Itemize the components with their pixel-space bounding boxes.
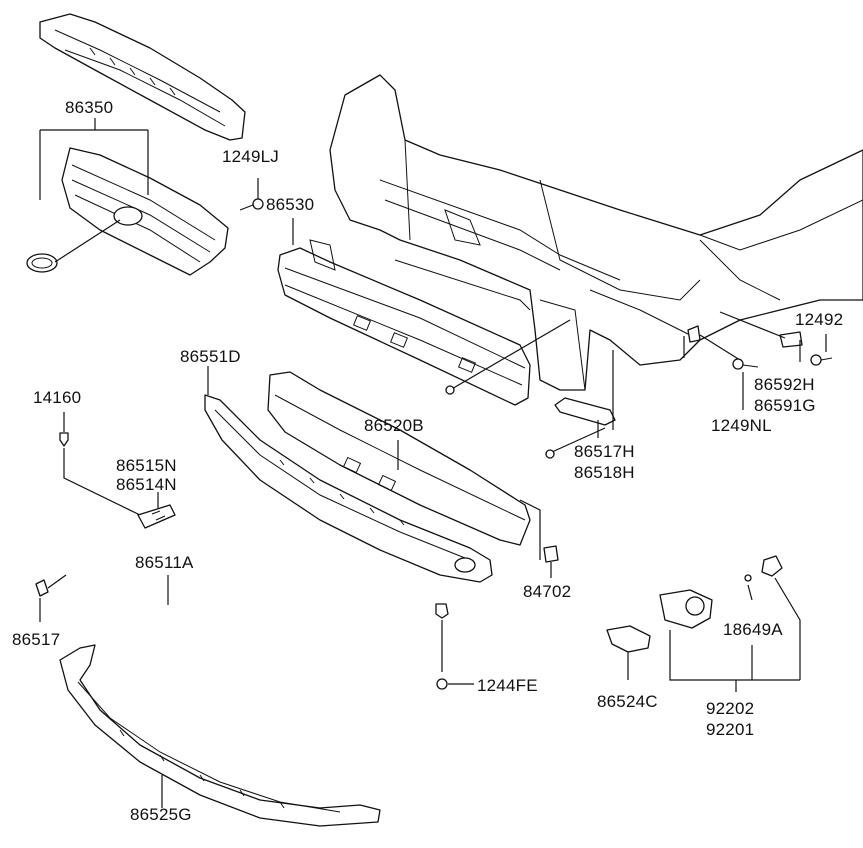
label-14160: 14160 xyxy=(33,388,82,407)
label-1249LJ: 1249LJ xyxy=(222,147,279,166)
label-86591G: 86591G xyxy=(754,396,816,415)
label-86511A: 86511A xyxy=(135,553,194,572)
screw-1249NL xyxy=(732,358,759,410)
screw-12492 xyxy=(810,334,833,366)
label-92201: 92201 xyxy=(706,720,755,739)
label-86524C: 86524C xyxy=(597,692,658,711)
bumper-cover-part xyxy=(204,394,493,583)
label-86514N: 86514N xyxy=(116,475,177,494)
screw-1249LJ xyxy=(239,178,264,211)
label-1244FE: 1244FE xyxy=(477,676,538,695)
label-86517: 86517 xyxy=(12,630,61,649)
clip-84702 xyxy=(543,545,559,578)
leader-86350 xyxy=(39,118,149,200)
label-86592H: 86592H xyxy=(754,375,815,394)
screw-14160 xyxy=(59,412,141,516)
clip-86517 xyxy=(35,574,67,622)
label-86517H: 86517H xyxy=(574,442,635,461)
bracket-86515N xyxy=(137,492,176,529)
label-92202: 92202 xyxy=(706,699,755,718)
label-18649A: 18649A xyxy=(723,620,783,639)
bracket-86517H xyxy=(545,350,616,459)
grille-part xyxy=(26,147,229,276)
label-12492: 12492 xyxy=(795,310,844,329)
label-86551D: 86551D xyxy=(180,347,241,366)
label-86350: 86350 xyxy=(65,98,114,117)
label-86515N: 86515N xyxy=(116,456,177,475)
energy-absorber-part xyxy=(267,371,531,546)
label-1249NL: 1249NL xyxy=(711,416,772,435)
back-beam-part xyxy=(277,239,531,406)
label-86530: 86530 xyxy=(266,195,315,214)
label-84702: 84702 xyxy=(523,582,572,601)
lower-lip-part xyxy=(59,644,381,827)
label-86520B: 86520B xyxy=(364,416,424,435)
upper-cover-part xyxy=(39,13,246,141)
label-86518H: 86518H xyxy=(574,463,635,482)
fog-lamp-part xyxy=(606,555,801,692)
label-86525G: 86525G xyxy=(130,805,192,824)
screw-1244FE xyxy=(435,603,474,690)
clip-86592H xyxy=(683,311,803,362)
